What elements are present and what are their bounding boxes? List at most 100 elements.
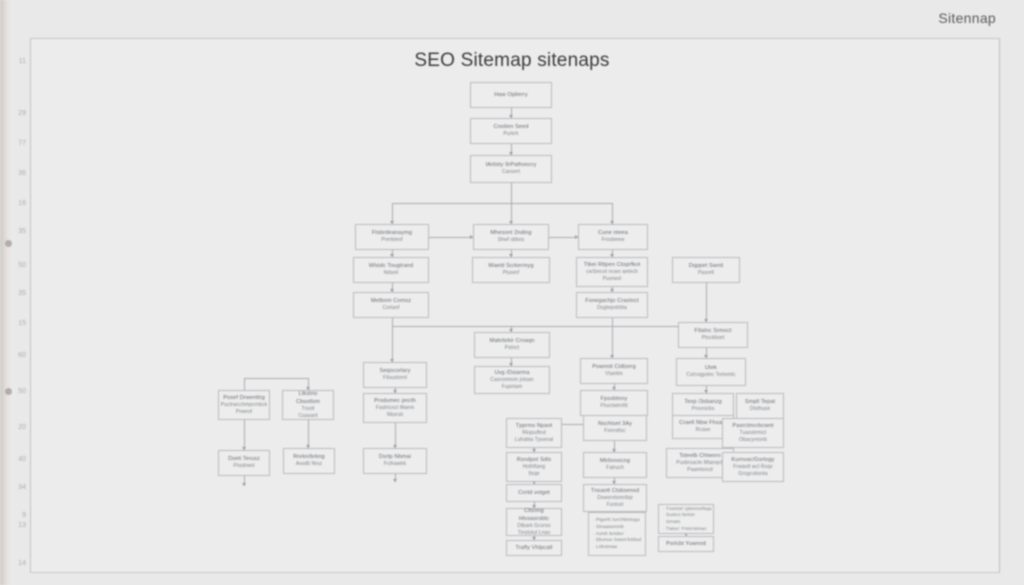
sitemap-node-label: Prweof <box>235 409 253 416</box>
arrow-head-icon <box>704 319 708 322</box>
sitemap-node-label: Tpprms Npaot <box>515 422 553 429</box>
axis-tick-label: 40 <box>18 456 26 463</box>
connector-line <box>549 237 578 238</box>
connector-line <box>244 378 245 390</box>
sitemap-node[interactable]: Trafty Vhlpcatl <box>506 540 562 556</box>
connector-line <box>392 203 393 224</box>
sitemap-node-label: Casronmoin jntsan <box>490 376 534 383</box>
arrow-head-icon <box>393 479 397 482</box>
sitemap-node-label: Pownnit Cidlzerg <box>592 364 636 371</box>
sitemap-node-label: Fatruch <box>606 465 624 472</box>
sitemap-node-label: Frosbeew <box>601 237 625 244</box>
sitemap-node-label: Posef Drwenttrg <box>223 394 265 401</box>
axis-tick-label: 34 <box>18 484 26 491</box>
sitemap-node-label: Provnicbs <box>691 406 715 413</box>
connector-line <box>511 358 512 366</box>
sitemap-node-label: Craell Nbw Fhsanf <box>679 420 727 427</box>
arrow-head-icon <box>532 537 536 540</box>
sitemap-node[interactable]: Cnrtd votget <box>506 484 562 502</box>
sitemap-node-label: Seqocorlary <box>379 368 411 375</box>
sitemap-node[interactable]: Psrlcbt Yuwnnd <box>658 536 714 552</box>
sitemap-list-node[interactable]: · Ptgerfc lurc/Ntmtvga· Stnaawonmb· Avmh… <box>588 512 646 556</box>
sitemap-caption: Sitennap <box>938 10 996 26</box>
sitemap-node-label: Fupntam <box>501 384 523 391</box>
sitemap-node-label: Cltsong Htvsasrsbtc <box>518 507 550 522</box>
sitemap-node-label: Fsntcel <box>606 502 624 509</box>
sitemap-node-label: Frwaotl wcl Rsqx <box>733 463 773 470</box>
arrow-head-icon <box>704 390 708 393</box>
arrow-head-icon <box>509 329 513 332</box>
sitemap-node-label: Tnsaott Ctsbsensd <box>590 487 640 494</box>
sitemap-node-label: Cuasant <box>298 413 318 420</box>
arrow-head-icon <box>509 254 513 257</box>
sitemap-list-item: · Sustco lsnton <box>663 512 695 518</box>
sitemap-list-item: · Ptgerfc lurc/Ntmtvga <box>593 517 640 523</box>
arrow-head-icon <box>393 445 397 448</box>
sitemap-node-label: Smpll Tepat <box>744 399 776 406</box>
sitemap-node-label: Cansert <box>501 169 521 176</box>
connector-line <box>612 250 613 257</box>
connector-line <box>614 441 615 452</box>
sitemap-node-label: Cune nteea <box>598 230 628 237</box>
sitemap-node-label: Pusrwol <box>602 276 622 283</box>
arrow-head-icon <box>470 235 473 239</box>
sitemap-list-item: · Ttatuc' Frstrcstmac <box>663 525 707 531</box>
sitemap-list-item: · Srnwtc <box>663 519 681 524</box>
sitemap-list-item: · Stnaawonmb <box>593 524 624 530</box>
connector-line <box>392 318 393 326</box>
sitemap-node-label: Cortanf <box>382 305 400 312</box>
sitemap-node[interactable]: Haw Oplierry <box>470 82 552 108</box>
arrow-head-icon <box>390 254 394 257</box>
axis-tick-label: 35 <box>18 228 26 235</box>
sitemap-node-label: Fonegachjo Crastoct <box>585 298 639 305</box>
sitemap-node-label: Psrlcbt Yuwnnd <box>666 540 706 547</box>
sitemap-node-label: Dqppet Swnit <box>688 263 724 270</box>
sitemap-node-label: Ftlalnc Srmoct <box>694 328 732 335</box>
sitemap-node-label: Ptockbset <box>701 335 725 342</box>
axis-marker-dot <box>5 388 12 395</box>
sitemap-node-label: Uvg /Dsiarma <box>494 369 530 376</box>
axis-tick-label: 50 <box>18 262 26 269</box>
axis-tick-label: 11 <box>18 58 26 65</box>
sitemap-list-item: · Lrtkotmae <box>593 543 618 549</box>
arrow-head-icon <box>390 359 394 362</box>
sitemap-node-label: Fcthawtrk <box>383 461 407 468</box>
sitemap-list-node[interactable]: · Tnomtz/ cjtsmnmfsqa· Sustco lsnton· Sr… <box>658 504 714 534</box>
sitemap-node-label: Mtrbvoocng <box>599 458 631 465</box>
sitemap-node-label: Rcaxe <box>695 427 711 434</box>
sitemap-node-label: Tuasstrmict <box>739 429 767 436</box>
